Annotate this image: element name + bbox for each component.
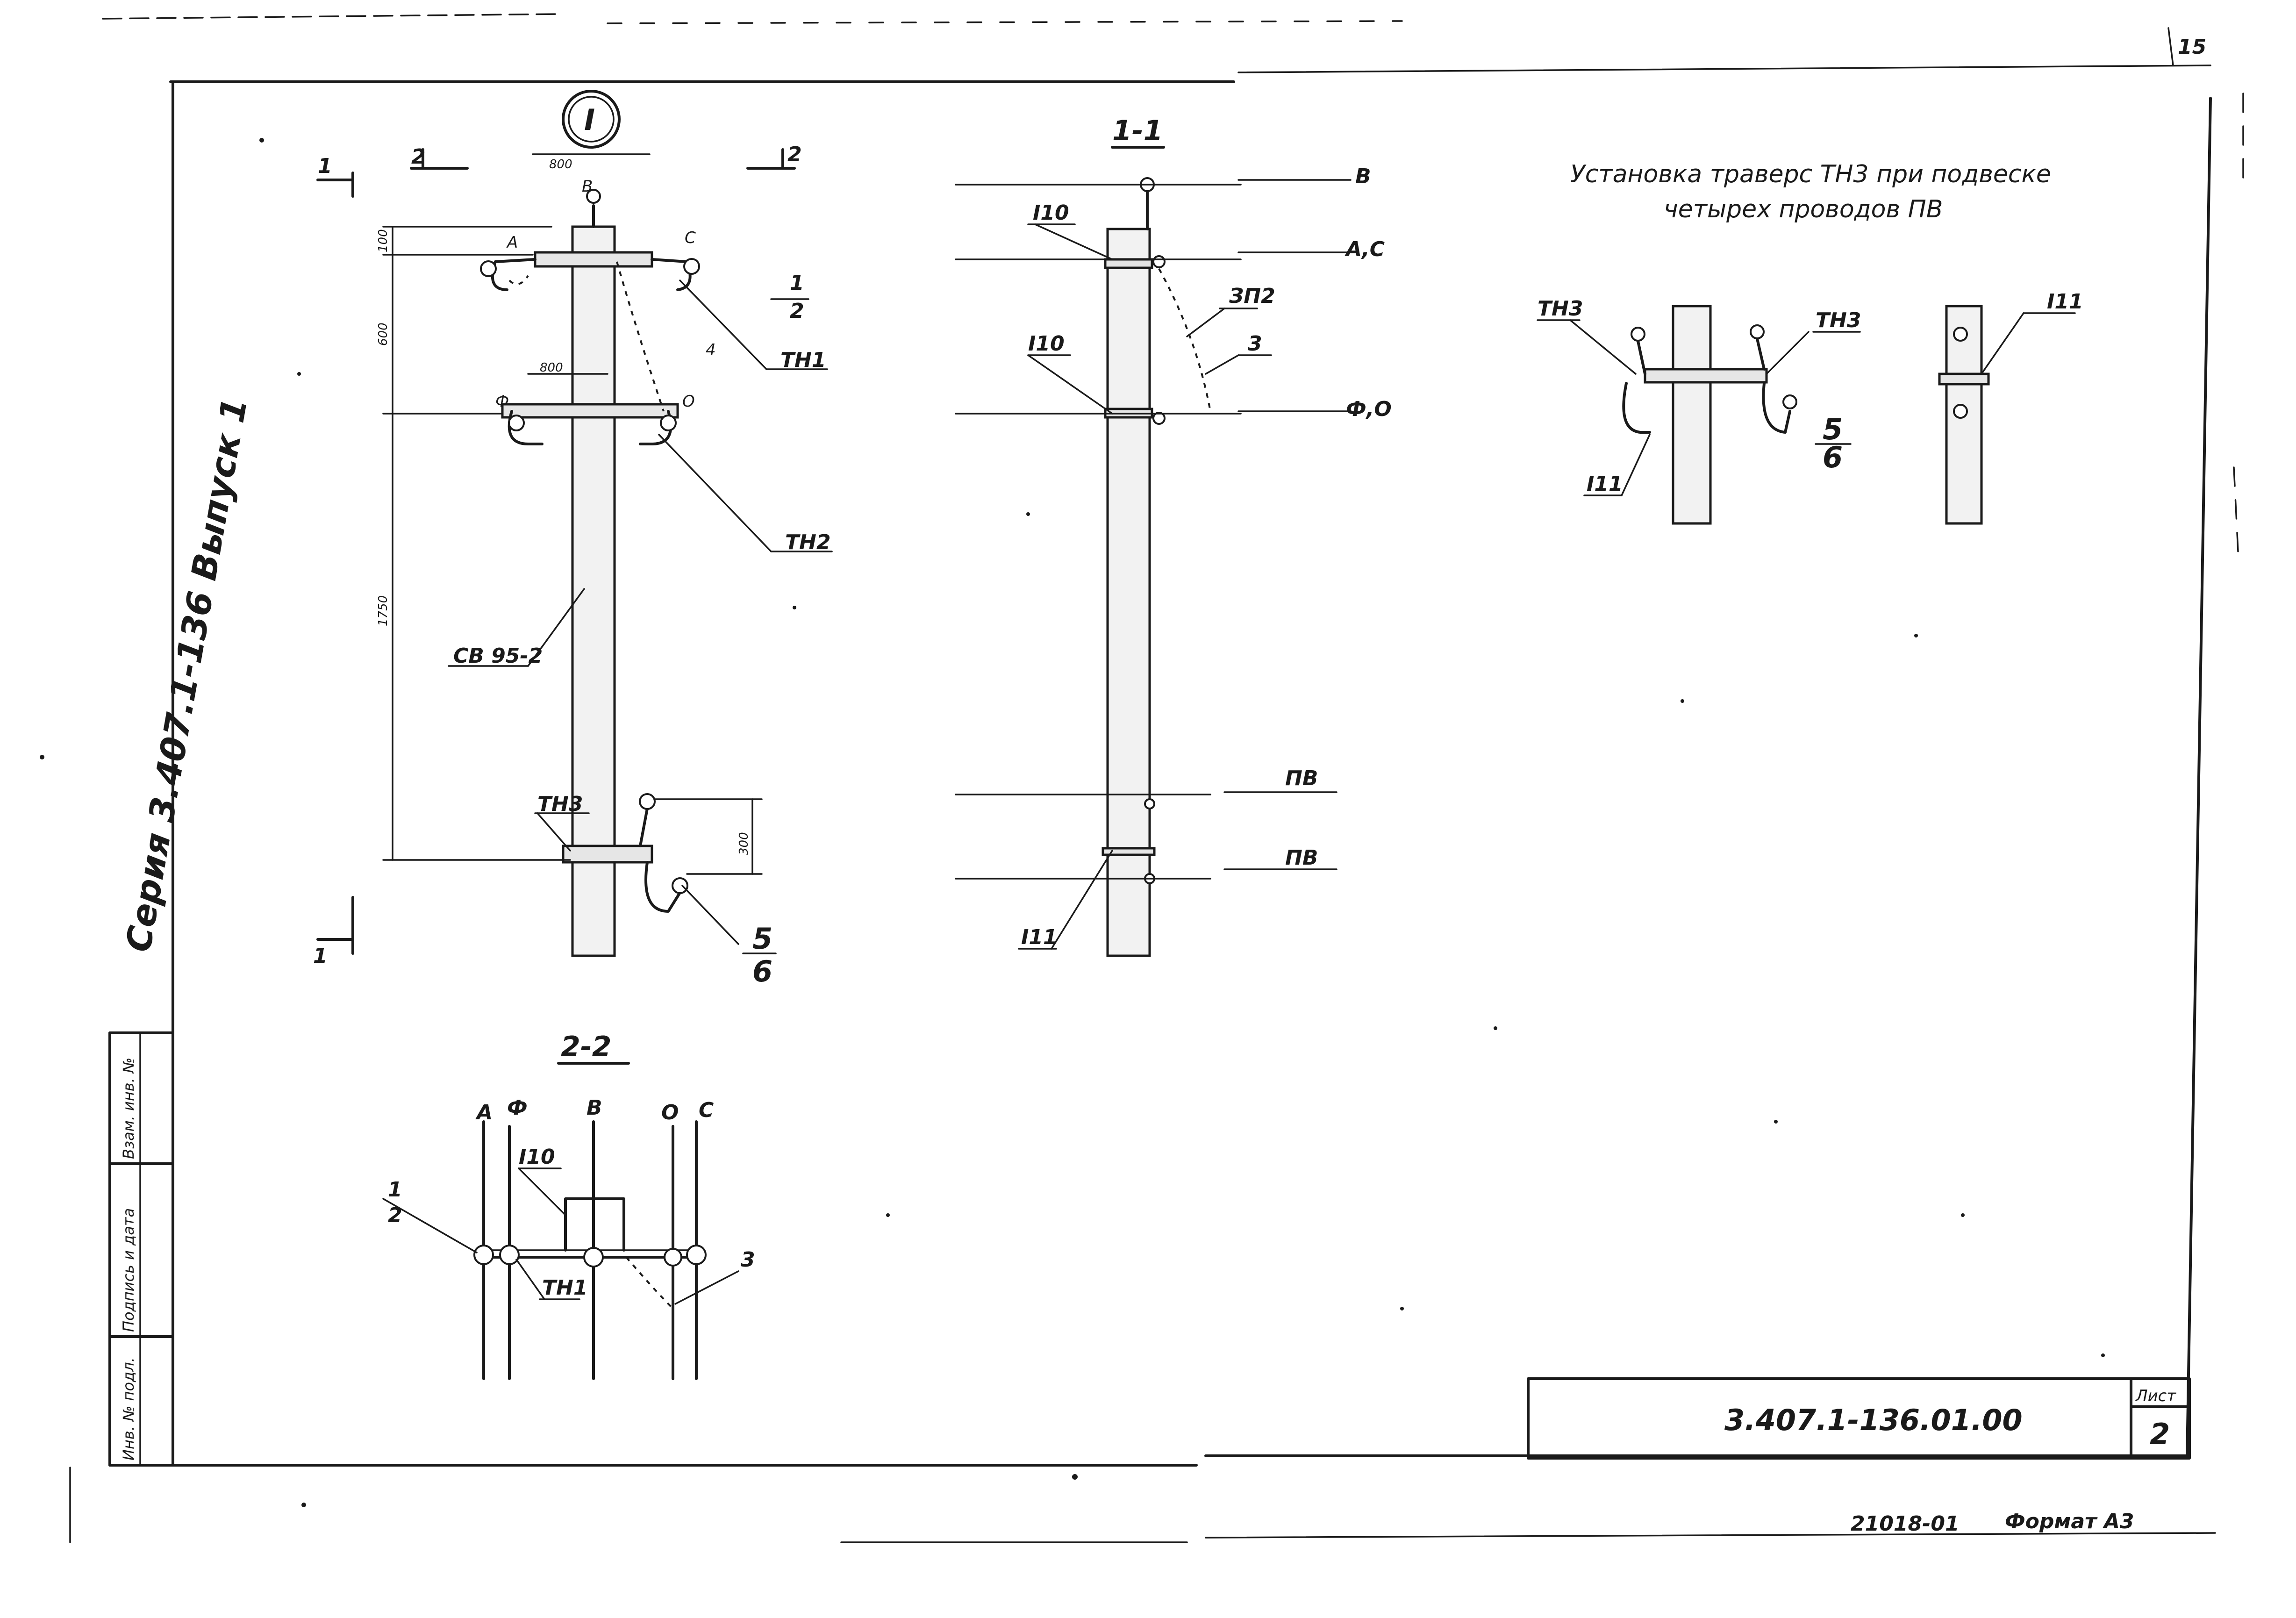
detail-view [1537,305,2076,525]
sec-mark-2-right: 2 [787,143,802,166]
frac-bottom: 2 [388,1203,402,1227]
ph-a: А [475,1101,493,1124]
dim-1750: 1750 [376,595,390,626]
ph-c: С [699,1098,714,1122]
label-i10-mid: I10 [1028,332,1065,356]
sec-mark-2-left: 2 [411,145,426,169]
ph-o: О [661,1101,679,1124]
sheet-corner-number: 15 [2178,35,2206,59]
title-block [1527,1377,2191,1460]
doc-code: 3.407.1-136.01.00 [1724,1403,2023,1437]
section-1-1-title: 1-1 [1112,115,1163,147]
frac-top: 1 [388,1178,402,1202]
dim-top: 800 [549,158,572,172]
phase-b: В [582,177,593,196]
frac-1-2-top: 1 [790,271,804,295]
phase-a: А [506,233,518,252]
format-label: Формат А3 [2005,1510,2134,1533]
section-2-2-title: 2-2 [561,1031,611,1063]
crossarm-tn3 [562,845,653,864]
stamp-sign: Подпись и дата [120,1208,137,1332]
wire-b: В [1355,165,1371,188]
node-mark: I [584,103,595,137]
phase-c: С [685,229,696,247]
stamp-inv: Инв. № подл. [120,1357,137,1460]
dim-100: 100 [376,229,390,252]
detail-i11-left: I11 [1587,472,1623,496]
note-title-1: Установка траверс ТН3 при подвеске [1570,160,2051,188]
ph-f: Ф [507,1096,528,1120]
ph-b: В [587,1096,602,1120]
wire-fo: Ф,О [1346,397,1392,421]
label-tn2: ТН2 [785,530,830,554]
label-i11: I11 [1021,925,1058,949]
sec-mark-1-top: 1 [318,154,332,178]
dim-600: 600 [376,322,390,346]
detail-tn3-right: ТН3 [1816,308,1861,332]
series-text: Серия 3.407.1-136 Выпуск 1 [118,395,255,955]
section-2-2 [382,1062,739,1380]
sheet-frame [69,13,2244,1543]
label-zp2: ЗП2 [1229,284,1275,308]
frac-5-6-top: 5 [752,922,772,956]
label-tn1: ТН1 [780,348,826,372]
label-i10: I10 [519,1145,555,1169]
wire-ac: А,С [1345,237,1385,261]
sec-mark-1-bottom: 1 [313,944,328,968]
sheet-label: Лист [2135,1387,2176,1405]
phase-o: О [682,392,695,411]
detail-i11-right: I11 [2047,290,2083,314]
label-item-3-section: 3 [741,1248,755,1272]
sheet-number: 2 [2150,1417,2170,1451]
dim-300: 300 [737,832,751,855]
label-tn1-section: ТН1 [542,1276,587,1300]
node-circle [562,90,621,149]
detail-tn3-left: ТН3 [1538,297,1583,321]
wire-pv-1: ПВ [1285,766,1318,790]
label-tn3: ТН3 [537,792,583,816]
label-item-3: 3 [1248,332,1262,356]
crossarm-tn1 [534,251,653,268]
wire-pv-2: ПВ [1285,846,1318,870]
pole [571,225,616,957]
order-number: 21018-01 [1851,1512,1960,1536]
item-4: 4 [706,341,716,359]
phase-f: Ф [495,392,509,411]
section-1-1 [955,146,1352,957]
note-title-2: четырех проводов ПВ [1664,195,1943,223]
scan-specks [40,138,2105,1507]
crossarm-tn2 [501,403,679,419]
frac-1-2-bottom: 2 [790,299,804,323]
label-pole: СВ 95-2 [453,644,543,668]
stamp-swap: Взам. инв. № [120,1058,137,1159]
section-1-1-pole [1106,228,1151,957]
frac-5-6-bottom: 6 [752,954,772,988]
detail-frac-top: 5 [1823,412,1843,446]
detail-frac-bottom: 6 [1823,440,1843,474]
main-view [316,90,833,957]
side-stamp [108,1031,174,1467]
dim-mid: 800 [540,361,563,375]
label-i10-top: I10 [1033,201,1069,225]
